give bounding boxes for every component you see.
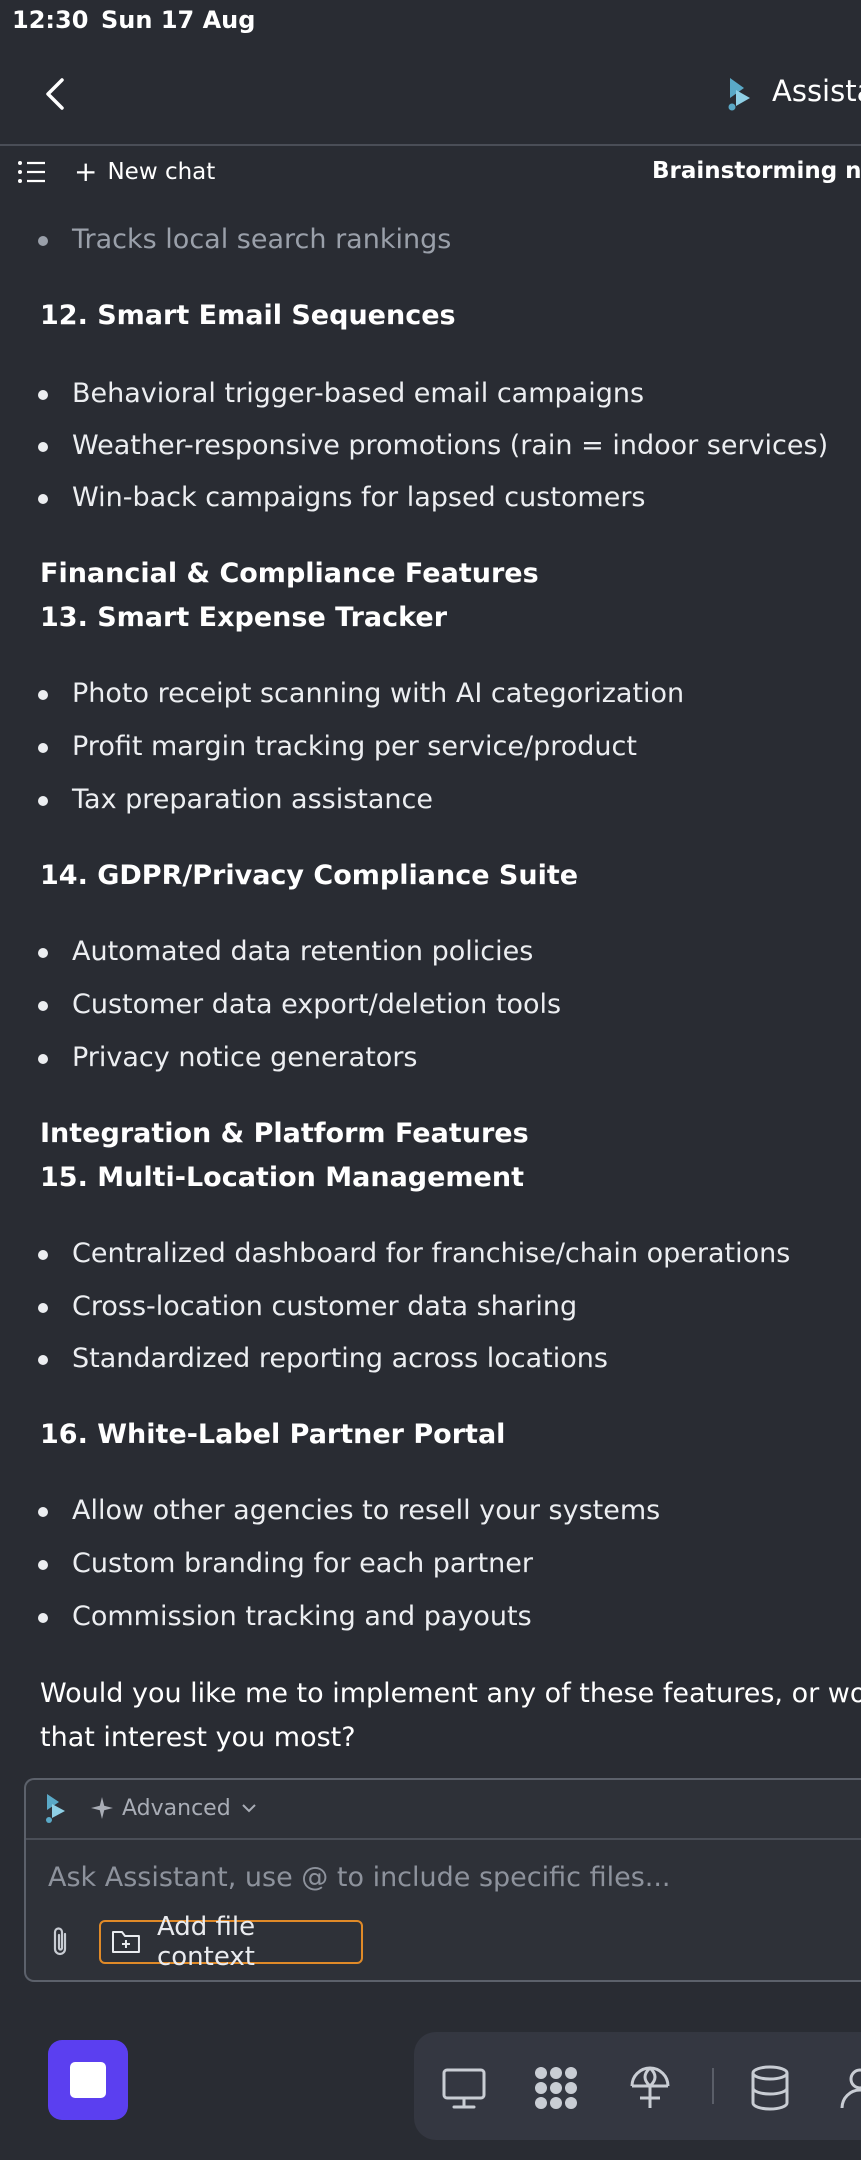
list-item: Privacy notice generators — [38, 1040, 418, 1076]
message-paragraph: Would you like me to implement any of th… — [40, 1678, 861, 1709]
grid-icon[interactable] — [532, 2064, 580, 2112]
new-chat-button[interactable]: + New chat — [74, 154, 215, 190]
list-item: Customer data export/deletion tools — [37, 987, 561, 1023]
plus-icon: + — [74, 155, 98, 188]
dock-toolbar — [414, 2032, 861, 2140]
section-heading: 15. Multi-Location Management — [40, 1162, 524, 1193]
add-file-context-button[interactable]: Add file context — [99, 1912, 363, 1972]
user-icon[interactable] — [836, 2064, 861, 2112]
list-item: Tracks local search rankings — [37, 222, 451, 258]
composer-toolbar: Advanced — [26, 1780, 861, 1840]
app-title: Assista — [772, 74, 861, 108]
header-bar: Assista — [0, 48, 861, 146]
chevron-left-icon — [46, 78, 64, 110]
status-bar: 12:30 Sun 17 Aug — [0, 0, 861, 40]
mode-label: Advanced — [122, 1795, 231, 1821]
list-item: Custom branding for each partner — [38, 1546, 533, 1582]
chevron-down-icon — [241, 1804, 256, 1813]
assistant-logo-icon — [46, 1794, 65, 1823]
chat-title[interactable]: Brainstorming new — [652, 158, 861, 184]
section-heading: 13. Smart Expense Tracker — [40, 602, 448, 633]
section-heading: 12. Smart Email Sequences — [40, 300, 456, 331]
list-item: Allow other agencies to resell your syst… — [37, 1493, 660, 1529]
message-paragraph: that interest you most? — [40, 1722, 356, 1753]
section-heading: Integration & Platform Features — [40, 1118, 529, 1149]
database-icon[interactable] — [746, 2064, 794, 2112]
list-item: Photo receipt scanning with AI categoriz… — [37, 676, 684, 712]
mode-dropdown[interactable]: Advanced — [90, 1792, 257, 1824]
list-item: Profit margin tracking per service/produ… — [38, 729, 637, 765]
new-chat-label: New chat — [107, 159, 216, 185]
list-item: Tax preparation assistance — [38, 782, 433, 818]
status-date: Sun 17 Aug — [101, 6, 256, 34]
message-input[interactable] — [46, 1856, 850, 1898]
chat-list-button[interactable] — [16, 158, 48, 186]
chat-composer: Advanced Add file context — [24, 1778, 861, 1982]
list-item: Weather-responsive promotions (rain = in… — [37, 428, 828, 464]
section-heading: 14. GDPR/Privacy Compliance Suite — [40, 860, 579, 891]
sparkle-icon — [91, 1797, 113, 1819]
list-item: Automated data retention policies — [37, 934, 533, 970]
section-heading: 16. White-Label Partner Portal — [40, 1419, 506, 1450]
list-item: Win-back campaigns for lapsed customers — [38, 480, 646, 516]
list-item: Centralized dashboard for franchise/chai… — [37, 1236, 790, 1272]
list-item: Behavioral trigger-based email campaigns — [37, 376, 644, 412]
chat-toolbar: + New chat Brainstorming new — [0, 146, 861, 198]
network-icon[interactable] — [626, 2064, 674, 2112]
monitor-icon[interactable] — [440, 2064, 488, 2112]
add-file-context-label: Add file context — [156, 1912, 256, 1972]
list-icon — [18, 161, 45, 183]
folder-plus-icon — [111, 1931, 140, 1953]
section-heading: Financial & Compliance Features — [40, 558, 539, 589]
dock-divider — [712, 2068, 714, 2104]
list-item: Standardized reporting across locations — [38, 1341, 608, 1377]
status-time: 12:30 — [12, 6, 89, 34]
paperclip-icon — [53, 1927, 67, 1956]
list-item: Cross-location customer data sharing — [37, 1289, 577, 1325]
bottom-dock — [0, 2010, 861, 2160]
attach-button[interactable] — [46, 1924, 76, 1960]
list-item: Commission tracking and payouts — [38, 1599, 532, 1635]
stop-button[interactable] — [48, 2040, 128, 2120]
assistant-logo-icon — [728, 78, 750, 111]
stop-icon — [70, 2062, 106, 2098]
chat-message-content: Tracks local search rankings 12. Smart E… — [0, 198, 861, 1778]
back-button[interactable] — [36, 72, 76, 116]
